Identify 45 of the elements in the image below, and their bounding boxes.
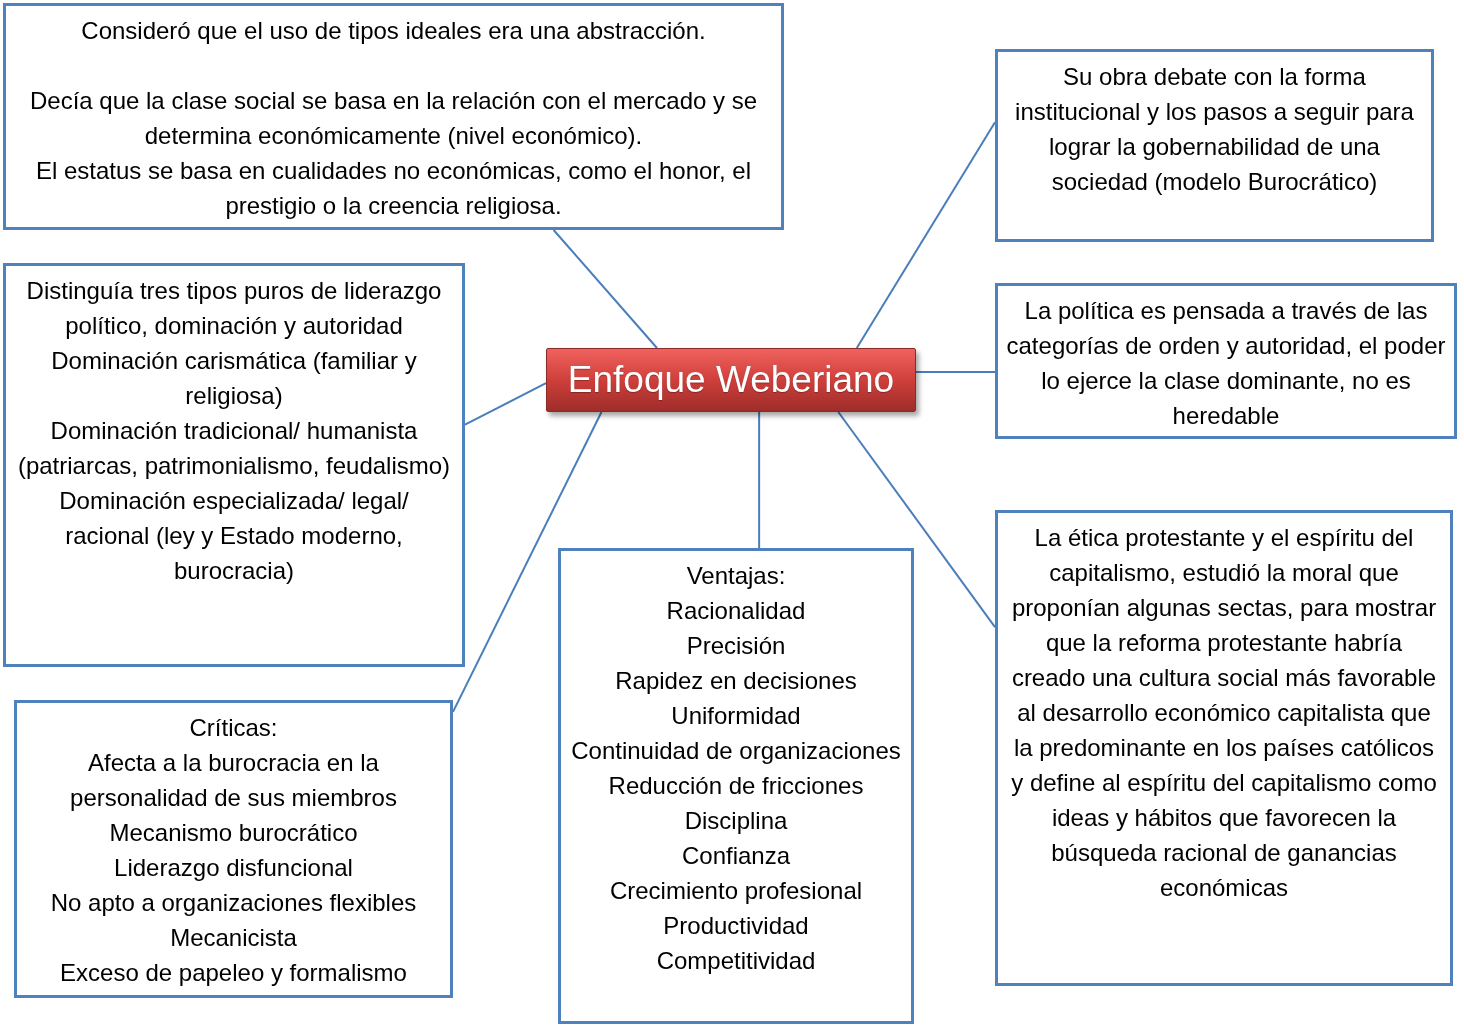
node-text: La ética protestante y el espíritu del capitalismo, estudió la moral que proponían algunas sectas, para mostrar que la reforma protestante habría creado una cultura social más favorable al desarrollo económico capitalista que la predominante en los países católicos y define al espíritu del capitalismo como ideas y hábitos que favorecen la búsqueda racional de ganancias económicas — [1010, 523, 1438, 903]
node-text: El estatus se basa en cualidades no económicas, como el honor, el prestigio o la creencia religiosa. — [34, 156, 753, 221]
node-text: Mecanismo burocrático — [109, 818, 358, 848]
node-text: Uniformidad — [671, 701, 801, 731]
node-text: Crecimiento profesional — [609, 876, 863, 906]
node-text: Reducción de fricciones — [608, 771, 864, 801]
node-text: Confianza — [681, 841, 791, 871]
node-text: Dominación especializada/ legal/ racional (ley y Estado moderno, burocracia) — [58, 486, 410, 586]
node-text: Racionalidad — [666, 596, 806, 626]
text-box — [558, 548, 914, 1024]
connector-line — [452, 411, 603, 713]
node-text: Productividad — [663, 911, 809, 941]
node-text: Dominación tradicional/ humanista (patriarcas, patrimonialismo, feudalismo) — [16, 416, 452, 481]
connector-line — [552, 229, 658, 349]
node-text: Disciplina — [684, 806, 788, 836]
text-box — [995, 49, 1434, 242]
node-text: Su obra debate con la forma institucional y los pasos a seguir para lograr la gobernabilidad de una sociedad (modelo Burocrático) — [1014, 62, 1415, 197]
node-text: Competitividad — [656, 946, 816, 976]
node-text: Ventajas: — [686, 561, 786, 591]
central-topic-text: Enfoque Weberiano — [567, 358, 895, 402]
central-topic-box — [546, 348, 916, 412]
text-box — [3, 263, 465, 667]
node-text: No apto a organizaciones flexibles — [50, 888, 417, 918]
connector-line — [837, 411, 996, 629]
node-text: Críticas: — [189, 713, 278, 743]
node-text: Mecanicista — [170, 923, 297, 953]
node-text: Precisión — [686, 631, 786, 661]
node-text: Liderazgo disfuncional — [114, 853, 353, 883]
node-text: Decía que la clase social se basa en la relación con el mercado y se determina económicamente (nivel económico). — [28, 86, 759, 151]
text-box — [14, 700, 453, 998]
node-text: Consideró que el uso de tipos ideales era una abstracción. — [81, 16, 706, 46]
connector-line — [855, 121, 996, 349]
connector-line — [464, 382, 547, 426]
text-box — [995, 283, 1457, 439]
node-text: Rapidez en decisiones — [615, 666, 857, 696]
text-box — [995, 510, 1453, 986]
node-text: Dominación carismática (familiar y religiosa) — [50, 346, 418, 411]
node-text: Afecta a la burocracia en la personalidad de sus miembros — [69, 748, 398, 813]
node-text: La política es pensada a través de las categorías de orden y autoridad, el poder lo ejerce la clase dominante, no es heredable — [1006, 296, 1446, 431]
node-text: Distinguía tres tipos puros de liderazgo político, dominación y autoridad — [25, 276, 443, 341]
node-text: Exceso de papeleo y formalismo — [60, 958, 407, 988]
node-text: Continuidad de organizaciones — [571, 736, 901, 766]
connector-line — [915, 370, 996, 373]
connector-line — [758, 411, 761, 549]
text-box — [3, 3, 784, 230]
